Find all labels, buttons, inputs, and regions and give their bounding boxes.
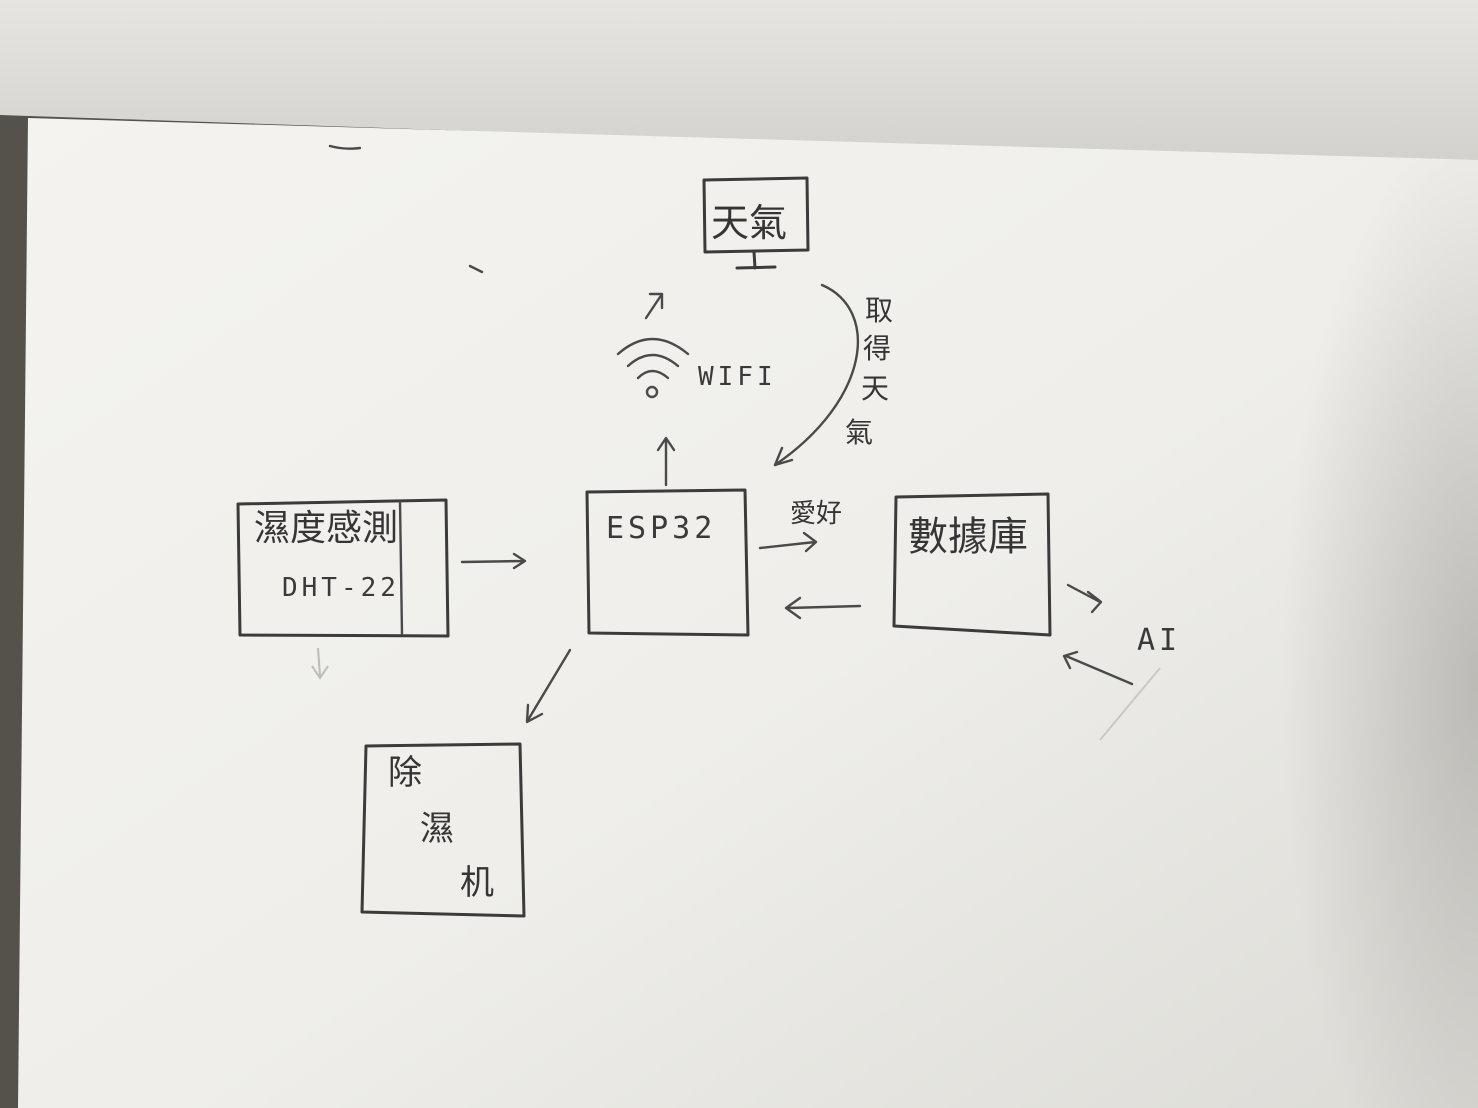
edge-database-to-ai [1066,583,1103,614]
arrow-head [773,446,794,467]
ai-label: AI [1137,623,1181,658]
dehumidifier-label: 濕 [420,809,454,849]
edge-database-to-esp32 [784,596,862,620]
edge-esp32-to-database: 愛好 [758,499,842,553]
get-weather-char: 得 [863,332,891,365]
dehumidifier-label: 机 [460,863,494,903]
faint-arrow [311,647,329,680]
database-node: 數據庫 [892,492,1052,637]
wifi-label: WIFI [698,362,777,392]
edge-esp32-to-wifi [656,436,676,487]
stray-mark [468,264,484,274]
weather-label: 天氣 [711,201,787,245]
edge-esp32-to-dehumidifier [525,648,572,724]
weather-node: 天氣 [702,176,810,270]
edge-sensor-to-esp32 [460,552,527,570]
esp32-node: ESP32 [585,488,750,637]
stray-mark [328,144,362,150]
wifi-node: WIFI [616,292,777,399]
wifi-up-arrow [644,292,664,320]
database-box [892,492,1052,637]
get-weather-char: 取 [865,294,893,327]
edge-weather-to-esp32: 取 得 天 氣 [773,283,893,467]
dehumidifier-node: 除 濕 机 [360,742,526,918]
sensor-model-label: DHT-22 [282,573,400,603]
database-label: 數據庫 [908,514,1028,560]
edge-ai-to-database [1062,650,1134,686]
paper-shadow [1150,160,1478,1108]
sensor-box [236,498,450,638]
wifi-icon [616,337,690,399]
esp32-label: ESP32 [606,511,716,546]
monitor-screen [702,176,810,254]
dehumidifier-box [360,742,526,918]
dehumidifier-label: 除 [388,753,422,793]
get-weather-char: 天 [861,372,889,405]
arrow [758,531,818,553]
esp32-box [585,488,750,637]
sensor-divider [398,500,404,636]
get-weather-char: 氣 [845,416,873,449]
sensor-label: 濕度感測 [254,508,398,549]
monitor-stand [735,250,777,270]
notebook-fold [0,0,1478,165]
sensor-node: 濕度感測 DHT-22 [236,498,450,680]
faint-stroke [1099,667,1161,741]
preference-label: 愛好 [790,499,842,529]
curved-arrow [773,283,860,467]
